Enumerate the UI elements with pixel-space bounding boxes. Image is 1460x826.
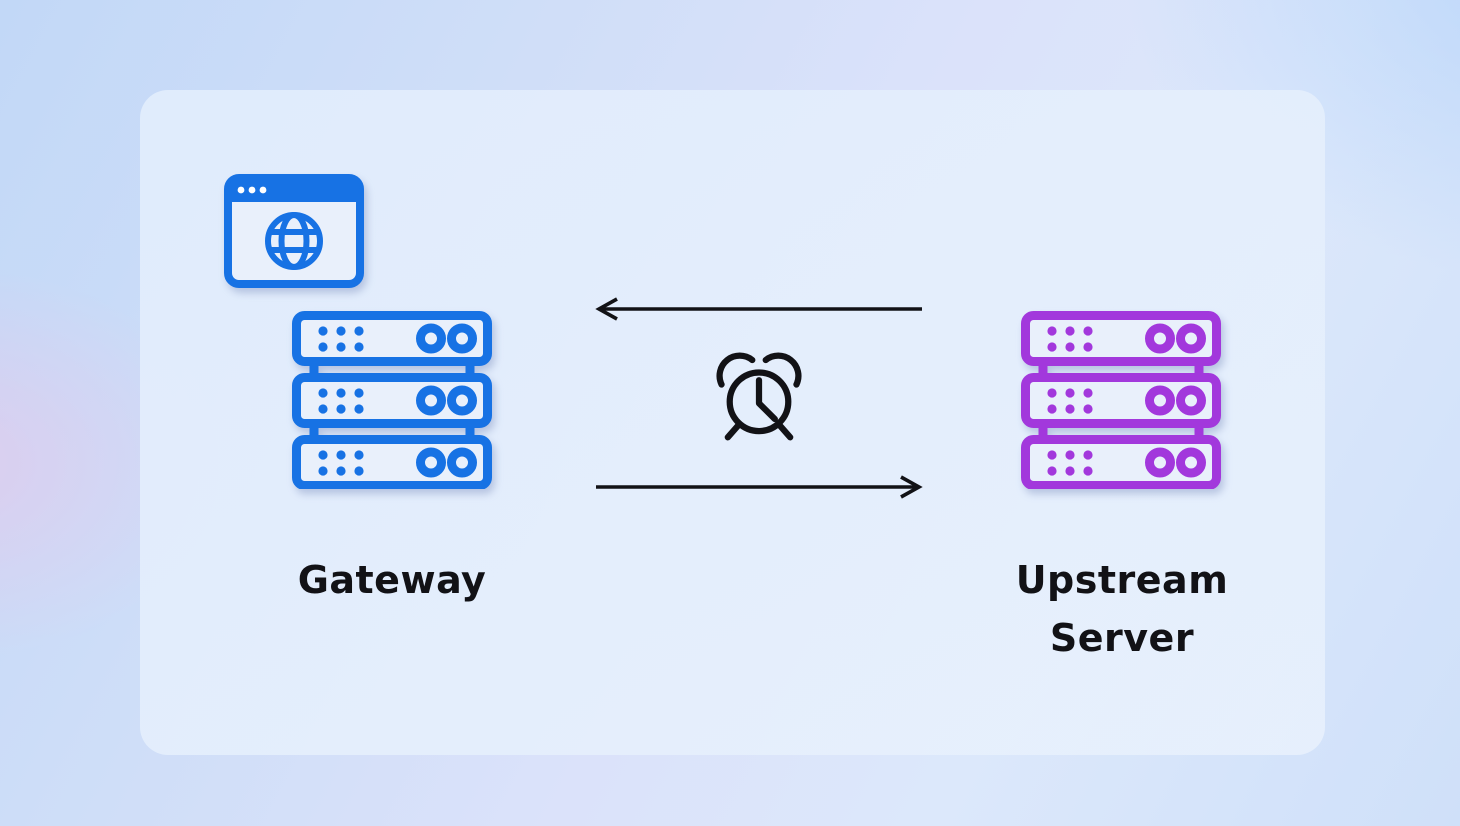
upstream-label-line1: Upstream bbox=[1015, 558, 1229, 602]
gateway-label-text: Gateway bbox=[297, 558, 487, 602]
upstream-server-icon bbox=[1021, 311, 1221, 489]
upstream-server-label: Upstream Server bbox=[962, 551, 1282, 667]
upstream-to-gateway-arrow bbox=[592, 296, 926, 322]
alarm-clock-icon bbox=[711, 349, 807, 445]
gateway-server-icon bbox=[292, 311, 492, 489]
gateway-to-upstream-arrow bbox=[592, 474, 926, 500]
gateway-label: Gateway bbox=[232, 551, 552, 609]
browser-window-icon bbox=[224, 174, 364, 288]
upstream-label-line2: Server bbox=[1049, 616, 1195, 660]
